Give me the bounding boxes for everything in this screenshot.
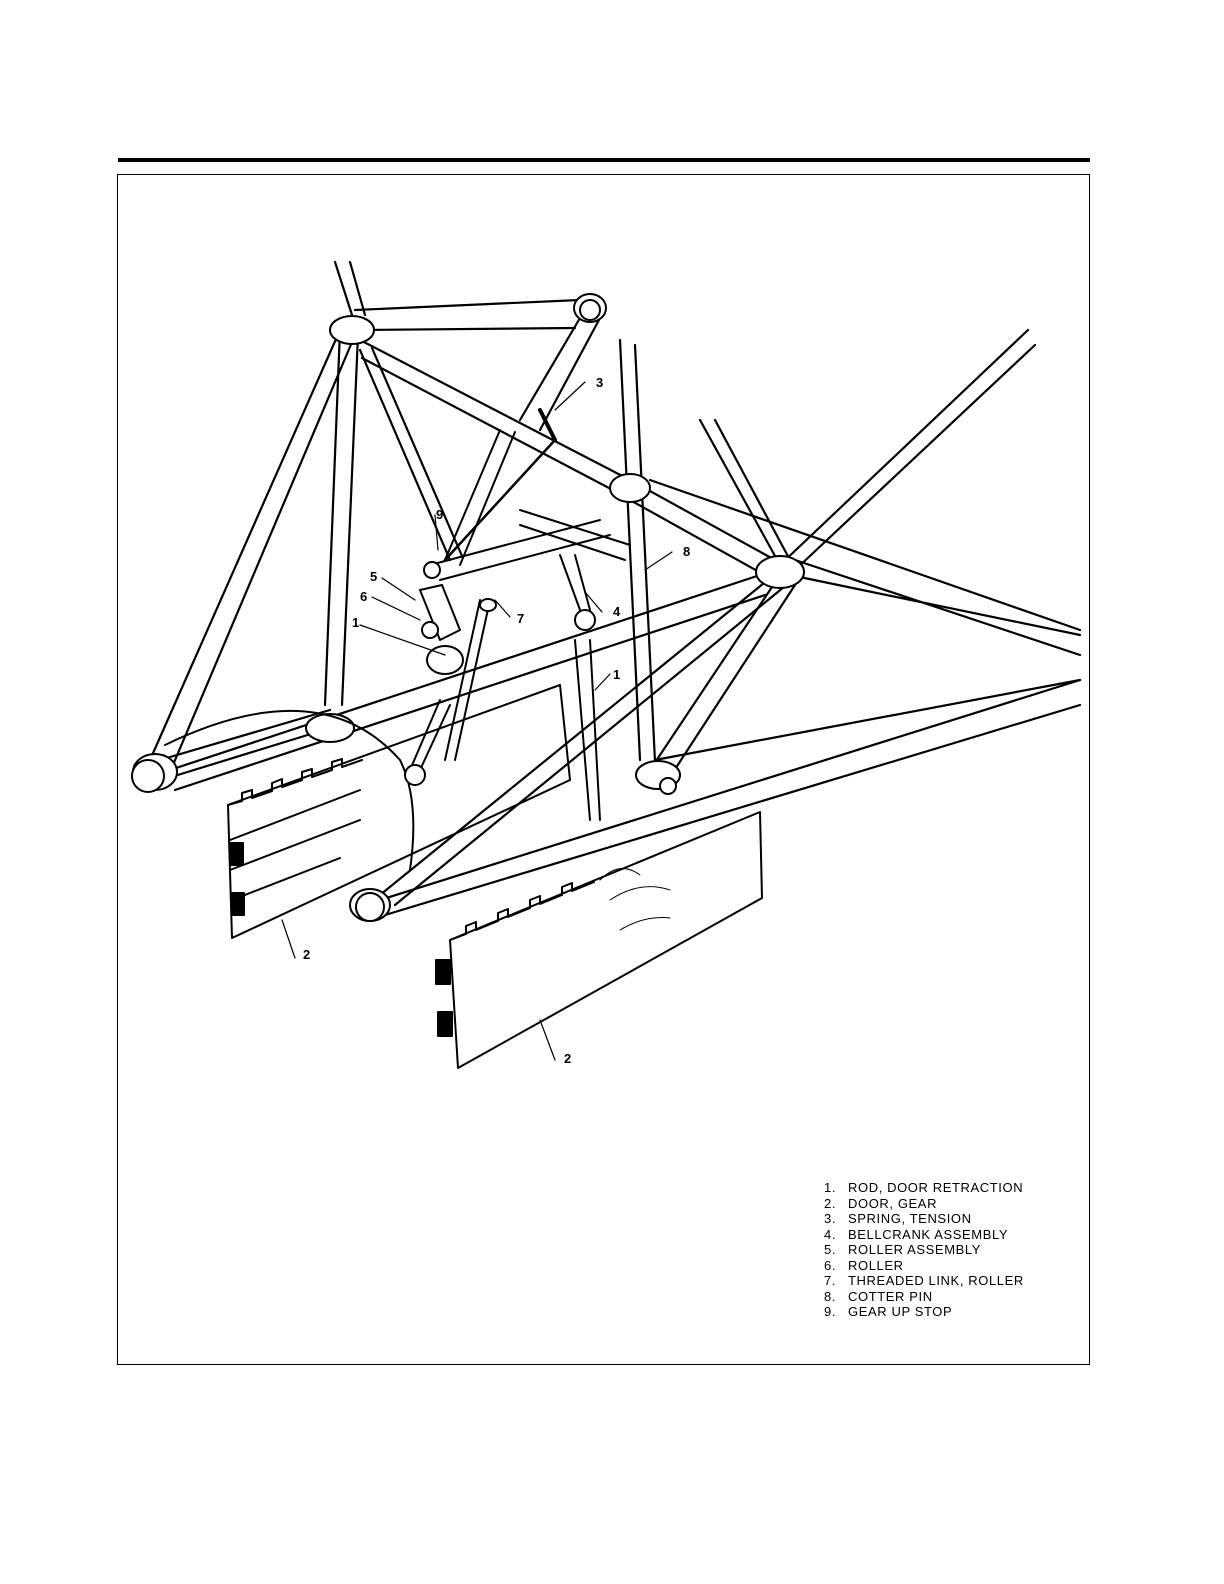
callout-1-left: 1: [352, 616, 359, 629]
callout-2-left: 2: [303, 948, 310, 961]
legend-item: 6.ROLLER: [824, 1258, 1074, 1274]
legend-item: 5.ROLLER ASSEMBLY: [824, 1242, 1074, 1258]
legend-item: 1.ROD, DOOR RETRACTION: [824, 1180, 1074, 1196]
legend-item: 3.SPRING, TENSION: [824, 1211, 1074, 1227]
legend-item: 7.THREADED LINK, ROLLER: [824, 1273, 1074, 1289]
callout-5: 5: [370, 570, 377, 583]
callout-2-right: 2: [564, 1052, 571, 1065]
callout-6: 6: [360, 590, 367, 603]
callout-4: 4: [613, 605, 620, 618]
legend-item: 9.GEAR UP STOP: [824, 1304, 1074, 1320]
legend-item: 2.DOOR, GEAR: [824, 1196, 1074, 1212]
legend-item: 4.BELLCRANK ASSEMBLY: [824, 1227, 1074, 1243]
parts-legend: 1.ROD, DOOR RETRACTION 2.DOOR, GEAR 3.SP…: [824, 1180, 1074, 1320]
callout-3: 3: [596, 376, 603, 389]
callout-7: 7: [517, 612, 524, 625]
legend-item: 8.COTTER PIN: [824, 1289, 1074, 1305]
callout-8: 8: [683, 545, 690, 558]
callout-1-right: 1: [613, 668, 620, 681]
gear-door-left: [228, 685, 570, 938]
callout-9: 9: [436, 508, 443, 521]
